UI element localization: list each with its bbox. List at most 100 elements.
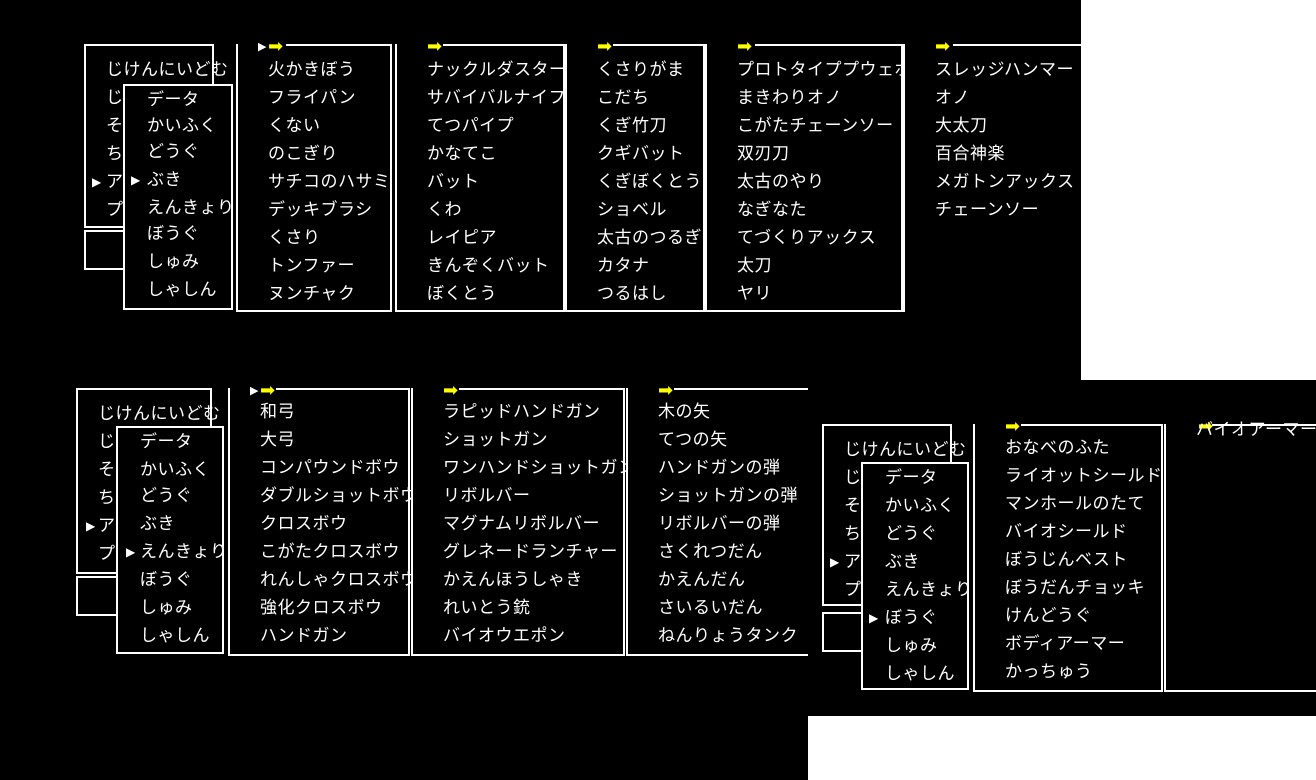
list-item[interactable]: きんぞくバット bbox=[427, 256, 550, 276]
list-item[interactable]: ねんりょうタンク bbox=[658, 626, 798, 646]
main-menu-item[interactable]: そ bbox=[844, 496, 862, 516]
category-item-recovery[interactable]: かいふく bbox=[147, 116, 217, 136]
list-item[interactable]: バイオシールド bbox=[1005, 522, 1128, 542]
main-menu-item[interactable]: じけんにいどむ bbox=[844, 440, 967, 460]
list-item[interactable]: 強化クロスボウ bbox=[260, 598, 383, 618]
list-item[interactable]: 百合神楽 bbox=[935, 144, 1005, 164]
list-item[interactable]: メガトンアックス bbox=[935, 172, 1075, 192]
list-item[interactable]: こだち bbox=[597, 88, 650, 108]
list-item[interactable]: てつの矢 bbox=[658, 430, 728, 450]
list-item[interactable]: 大太刀 bbox=[935, 116, 988, 136]
list-item[interactable]: ぼうじんベスト bbox=[1005, 550, 1128, 570]
category-item-ranged[interactable]: えんきょり bbox=[147, 198, 235, 218]
list-item[interactable]: コンパウンドボウ bbox=[260, 458, 400, 478]
category-item-hobby[interactable]: しゅみ bbox=[147, 252, 200, 272]
list-item[interactable]: ショットガン bbox=[443, 430, 548, 450]
list-item[interactable]: まきわりオノ bbox=[737, 88, 842, 108]
list-item[interactable]: おなべのふた bbox=[1005, 438, 1110, 458]
list-item[interactable]: サチコのハサミ bbox=[268, 172, 391, 192]
list-item[interactable]: リボルバー bbox=[443, 486, 531, 506]
main-menu-item[interactable]: じ bbox=[106, 88, 124, 108]
main-menu-item[interactable]: プ bbox=[844, 580, 862, 600]
list-item[interactable]: ライオットシールド bbox=[1005, 466, 1163, 486]
category-item-weapons[interactable]: ▶ぶき bbox=[125, 166, 231, 194]
list-item[interactable]: 太古のやり bbox=[737, 172, 825, 192]
list-item[interactable]: くない bbox=[268, 116, 321, 136]
list-item[interactable]: 火かきぼう bbox=[268, 60, 356, 80]
category-item-data[interactable]: データ bbox=[147, 90, 200, 110]
main-menu-item[interactable]: そ bbox=[106, 116, 124, 136]
main-menu-item[interactable]: プ bbox=[106, 200, 124, 220]
list-item[interactable]: くぎぼくとう bbox=[597, 172, 702, 192]
list-item[interactable]: マンホールのたて bbox=[1005, 494, 1145, 514]
list-item[interactable]: ショットガンの弾 bbox=[658, 486, 798, 506]
list-item[interactable]: こがたチェーンソー bbox=[737, 116, 894, 136]
category-item-armor[interactable]: ▶ぼうぐ bbox=[863, 604, 967, 632]
main-menu-item[interactable]: ▶ア bbox=[78, 512, 210, 540]
category-item-photo[interactable]: しゃしん bbox=[147, 280, 217, 300]
main-menu-item[interactable]: じ bbox=[98, 432, 116, 452]
main-menu-item[interactable]: ち bbox=[844, 524, 862, 544]
list-item[interactable]: つるはし bbox=[597, 284, 667, 304]
list-item[interactable]: フライパン bbox=[268, 88, 357, 108]
main-menu-item[interactable]: ▶ア bbox=[824, 548, 950, 576]
list-item[interactable]: ショベル bbox=[597, 200, 667, 220]
list-item[interactable]: かっちゅう bbox=[1005, 662, 1093, 682]
main-menu-item[interactable]: じ bbox=[844, 468, 862, 488]
list-item[interactable]: くさり bbox=[268, 228, 321, 248]
category-item-photo[interactable]: しゃしん bbox=[885, 664, 955, 684]
category-item-ranged[interactable]: ▶えんきょり bbox=[118, 538, 227, 566]
list-item[interactable]: さくれつだん bbox=[658, 542, 763, 562]
list-item[interactable]: 木の矢 bbox=[658, 402, 711, 422]
list-item[interactable]: かなてこ bbox=[427, 144, 497, 164]
list-item[interactable]: れんしゃクロスボウ bbox=[260, 570, 418, 590]
main-menu-item[interactable]: ▶ア bbox=[86, 168, 212, 196]
list-item[interactable]: ラピッドハンドガン bbox=[443, 402, 601, 422]
main-menu-item[interactable]: ち bbox=[106, 144, 124, 164]
main-menu-item[interactable]: プ bbox=[98, 544, 116, 564]
list-item[interactable]: サバイバルナイフ bbox=[427, 88, 566, 108]
list-item[interactable]: ダブルショットボウ bbox=[260, 486, 418, 506]
list-item[interactable]: ワンハンドショットガン bbox=[443, 458, 636, 478]
category-item-armor[interactable]: ぼうぐ bbox=[140, 570, 193, 590]
list-item[interactable]: てづくりアックス bbox=[737, 228, 877, 248]
list-item[interactable]: かえんほうしゃき bbox=[443, 570, 583, 590]
main-menu-item[interactable]: じけんにいどむ bbox=[106, 60, 229, 80]
list-item[interactable]: くぎ竹刀 bbox=[597, 116, 667, 136]
category-item-hobby[interactable]: しゅみ bbox=[140, 598, 193, 618]
list-item[interactable]: ボディアーマー bbox=[1005, 634, 1126, 654]
list-item[interactable]: くさりがま bbox=[597, 60, 685, 80]
list-item[interactable]: 太古のつるぎ bbox=[597, 228, 702, 248]
list-item[interactable]: ハンドガン bbox=[260, 626, 348, 646]
list-item[interactable]: ハンドガンの弾 bbox=[658, 458, 781, 478]
list-item[interactable]: バイオアーマー bbox=[1196, 420, 1316, 440]
list-item[interactable]: スレッジハンマー bbox=[935, 60, 1074, 80]
list-item[interactable]: 和弓 bbox=[260, 402, 295, 422]
category-item-tools[interactable]: どうぐ bbox=[140, 486, 193, 506]
main-menu-item[interactable]: じけんにいどむ bbox=[98, 404, 221, 424]
list-item[interactable]: リボルバーの弾 bbox=[658, 514, 781, 534]
list-item[interactable]: ヌンチャク bbox=[268, 284, 356, 304]
category-item-weapons[interactable]: ぶき bbox=[885, 552, 920, 572]
category-item-tools[interactable]: どうぐ bbox=[147, 142, 200, 162]
list-item[interactable]: けんどうぐ bbox=[1005, 606, 1092, 626]
category-item-weapons[interactable]: ぶき bbox=[140, 514, 175, 534]
list-item[interactable]: かえんだん bbox=[658, 570, 746, 590]
list-item[interactable]: のこぎり bbox=[268, 144, 338, 164]
list-item[interactable]: チェーンソー bbox=[935, 200, 1040, 220]
category-item-data[interactable]: データ bbox=[140, 432, 193, 452]
list-item[interactable]: バット bbox=[427, 172, 480, 192]
list-item[interactable]: グレネードランチャー bbox=[443, 542, 618, 562]
category-item-tools[interactable]: どうぐ bbox=[885, 524, 938, 544]
category-item-armor[interactable]: ぼうぐ bbox=[147, 224, 200, 244]
list-item[interactable]: こがたクロスボウ bbox=[260, 542, 400, 562]
list-item[interactable]: ヤリ bbox=[737, 284, 772, 304]
list-item[interactable]: トンファー bbox=[268, 256, 355, 276]
list-item[interactable]: れいとう銃 bbox=[443, 598, 531, 618]
list-item[interactable]: マグナムリボルバー bbox=[443, 514, 600, 534]
main-menu-item[interactable]: そ bbox=[98, 460, 116, 480]
list-item[interactable]: カタナ bbox=[597, 256, 650, 276]
list-item[interactable]: 太刀 bbox=[737, 256, 772, 276]
category-item-photo[interactable]: しゃしん bbox=[140, 626, 210, 646]
category-item-hobby[interactable]: しゅみ bbox=[885, 636, 938, 656]
